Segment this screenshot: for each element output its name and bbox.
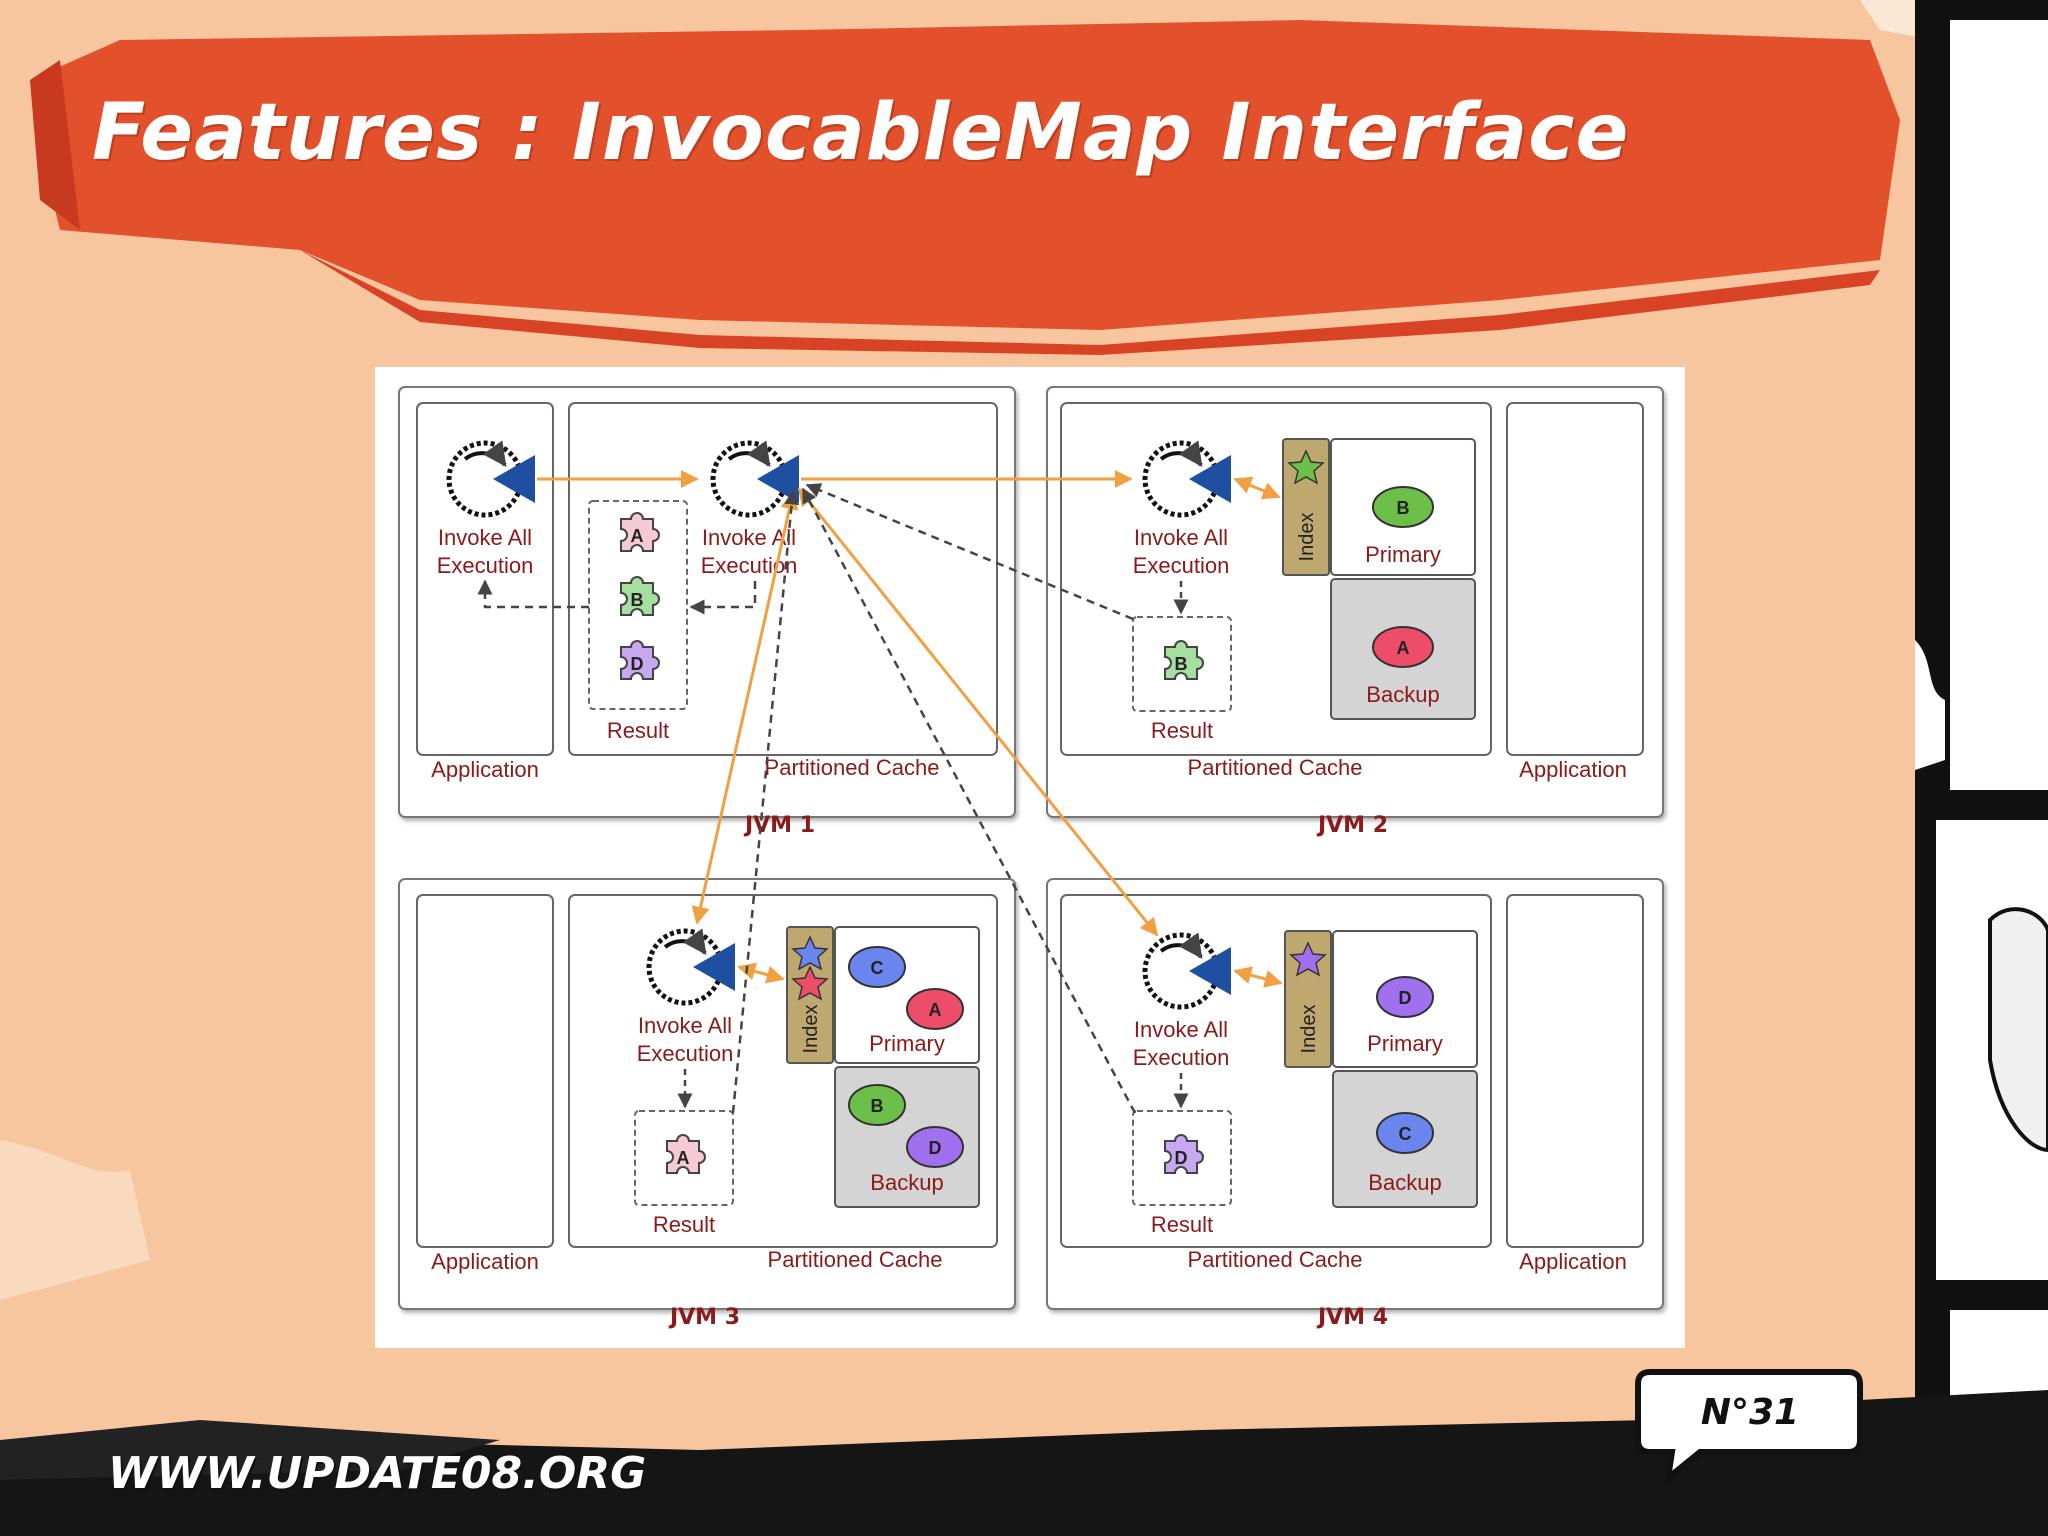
jvm1-app-invoke-line2: Execution (437, 553, 534, 578)
jvm3-result-label: Result (653, 1212, 715, 1237)
jvm3-label: JVM 3 (668, 1305, 740, 1330)
jvm1-group: Application Partitioned Cache JVM 1 Invo… (398, 386, 1016, 838)
svg-text:D: D (1399, 988, 1412, 1008)
jvm2-cache-label: Partitioned Cache (1188, 755, 1363, 780)
jvm2-index-label: Index (1296, 513, 1318, 562)
arrow-jvm2-gear-index (1233, 476, 1281, 500)
jvm3-result-piece-a: A (666, 1134, 706, 1174)
diagram-svg: Application Partitioned Cache JVM 1 Invo… (398, 386, 1664, 1330)
jvm2-group: Partitioned Cache Application JVM 2 Invo… (1046, 386, 1664, 838)
jvm1-cache-label: Partitioned Cache (765, 755, 940, 780)
jvm4-group: Partitioned Cache Application JVM 4 Invo… (1046, 878, 1664, 1330)
jvm2-backup-blob-a: A (1372, 626, 1434, 668)
jvm2-application-panel (1506, 402, 1644, 756)
svg-text:A: A (677, 1148, 690, 1168)
jvm3-application-label: Application (431, 1249, 539, 1274)
svg-text:C: C (871, 958, 884, 978)
jvm4-result-label: Result (1151, 1212, 1213, 1237)
jvm4-gear-icon (1142, 932, 1231, 1010)
jvm4-application-panel (1506, 894, 1644, 1248)
jvm3-backup-blob-d: D (906, 1126, 964, 1168)
svg-text:A: A (631, 526, 644, 546)
jvm3-application-panel (416, 894, 554, 1248)
svg-text:D: D (1175, 1148, 1188, 1168)
jvm2-primary-label: Primary (1365, 542, 1441, 567)
jvm2-invoke-line2: Execution (1133, 553, 1230, 578)
connectors (477, 470, 1283, 1114)
jvm3-backup-blob-b: B (848, 1084, 906, 1126)
jvm3-index-star-icon-1 (791, 935, 829, 971)
svg-text:B: B (871, 1096, 884, 1116)
jvm3-cache-label: Partitioned Cache (768, 1247, 943, 1272)
jvm2-result-label: Result (1151, 718, 1213, 743)
jvm4-cache-label: Partitioned Cache (1188, 1247, 1363, 1272)
svg-text:A: A (929, 1000, 942, 1020)
jvm4-index-bar (1284, 930, 1332, 1068)
footer-url[interactable]: WWW.UPDATE08.ORG (108, 1448, 647, 1499)
jvm3-invoke-line2: Execution (637, 1041, 734, 1066)
jvm4-index-star-icon (1289, 941, 1327, 977)
jvm4-label: JVM 4 (1316, 1305, 1388, 1330)
svg-text:B: B (1175, 654, 1188, 674)
slide-number-bubble (1635, 1369, 1863, 1486)
jvm4-application-label: Application (1519, 1249, 1627, 1274)
arrow-jvm4-gear-index (1233, 966, 1283, 988)
arrow-jvm1-to-jvm4 (797, 487, 1159, 937)
jvm3-primary-blob-a: A (906, 988, 964, 1030)
jvm2-result-piece-b: B (1164, 640, 1204, 680)
svg-text:D: D (631, 654, 644, 674)
jvm1-result-piece-d: D (620, 640, 660, 680)
dashed-jvm2-result-to-jvm1 (805, 483, 1134, 621)
jvm4-backup-blob-c: C (1376, 1112, 1434, 1154)
jvm3-primary-blob-c: C (848, 946, 906, 988)
jvm1-app-invoke-line1: Invoke All (438, 525, 532, 550)
svg-text:B: B (1397, 498, 1410, 518)
slide-title: Features : InvocableMap Interface (92, 88, 1630, 178)
jvm3-index-label: Index (800, 1005, 822, 1054)
jvm2-index-bar (1282, 438, 1330, 576)
slide-number: N°31 (1700, 1391, 1800, 1433)
title-banner (30, 20, 1900, 330)
jvm1-result-label: Result (607, 718, 669, 743)
jvm3-primary-label: Primary (869, 1031, 945, 1056)
arrow-jvm1-to-jvm3 (691, 491, 799, 925)
jvm1-result-piece-b: B (620, 576, 660, 616)
jvm4-result-piece-d: D (1164, 1134, 1204, 1174)
dashed-jvm4-result-to-jvm1 (801, 487, 1137, 1114)
svg-text:B: B (631, 590, 644, 610)
svg-text:C: C (1399, 1124, 1412, 1144)
jvm2-application-label: Application (1519, 757, 1627, 782)
jvm3-group: Application Partitioned Cache JVM 3 Invo… (398, 878, 1016, 1330)
jvm3-invoke-line1: Invoke All (638, 1013, 732, 1038)
svg-text:A: A (1397, 638, 1410, 658)
jvm4-index-label: Index (1298, 1005, 1320, 1054)
jvm1-result-piece-a: A (620, 512, 660, 552)
jvm2-label: JVM 2 (1316, 813, 1388, 838)
jvm3-gear-icon (646, 928, 735, 1006)
jvm1-application-label: Application (431, 757, 539, 782)
jvm4-backup-label: Backup (1368, 1170, 1441, 1195)
dashed-result-to-app (477, 579, 589, 609)
invocablemap-diagram: Application Partitioned Cache JVM 1 Invo… (375, 367, 1685, 1348)
dashed-jvm3-result-to-jvm1 (731, 489, 800, 1114)
jvm2-backup-label: Backup (1366, 682, 1439, 707)
jvm4-invoke-line2: Execution (1133, 1045, 1230, 1070)
jvm1-app-gear-icon (446, 440, 535, 518)
jvm2-invoke-line1: Invoke All (1134, 525, 1228, 550)
jvm4-primary-label: Primary (1367, 1031, 1443, 1056)
jvm4-primary-blob-d: D (1376, 976, 1434, 1018)
jvm2-index-star-icon (1287, 449, 1325, 485)
jvm3-backup-label: Backup (870, 1170, 943, 1195)
jvm2-primary-blob-b: B (1372, 486, 1434, 528)
jvm4-invoke-line1: Invoke All (1134, 1017, 1228, 1042)
jvm1-cache-invoke-line2: Execution (701, 553, 798, 578)
jvm2-gear-icon (1142, 440, 1231, 518)
jvm1-label: JVM 1 (743, 813, 815, 838)
jvm3-index-star-icon-2 (791, 965, 829, 1001)
svg-text:D: D (929, 1138, 942, 1158)
